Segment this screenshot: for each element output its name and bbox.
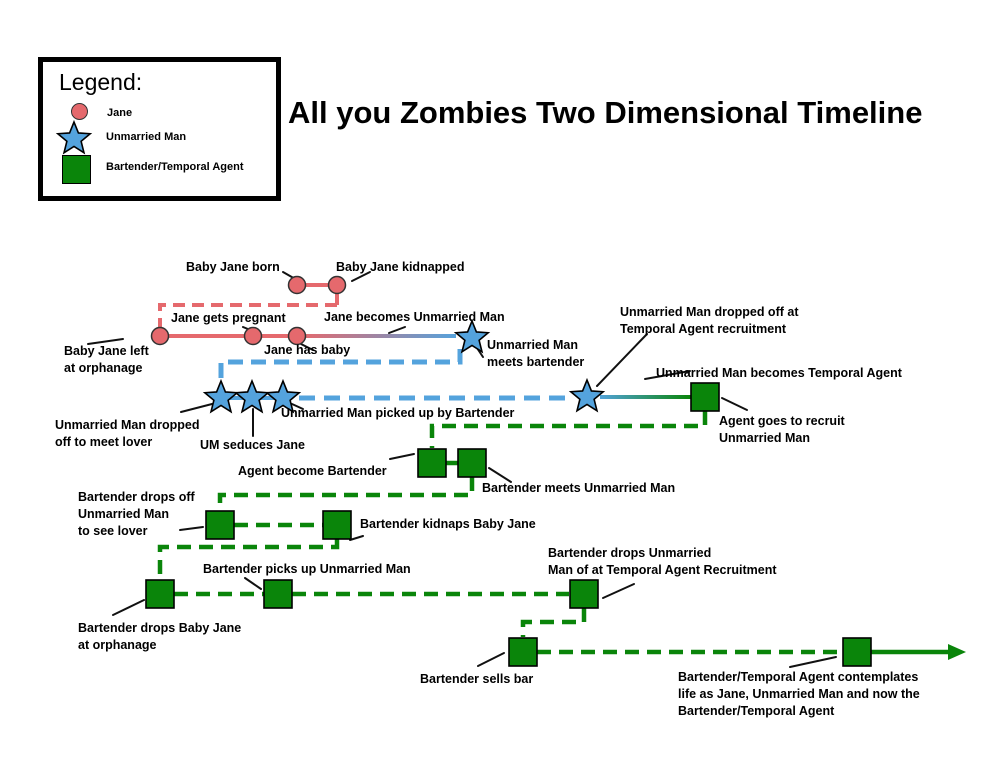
legend-title: Legend: [59,69,143,95]
legend-item-unmarried-man: Unmarried Man [106,131,187,143]
label-baby-jane-born: Baby Jane born [186,260,280,274]
leader-agent-goes-recruit [721,397,748,411]
leader-bartender-drops-off-lover [179,526,204,531]
label-um-picked-up: Unmarried Man picked up by Bartender [281,406,515,420]
label-agent-become-bartender: Agent become Bartender [238,464,387,478]
node-agent-contemplates [842,637,872,667]
edge-agent-loop3-dashed [157,539,340,579]
agent-nodes [145,382,872,667]
final-arrowhead [948,644,966,660]
leader-agent-contemplates [789,656,837,668]
label-jane-gets-pregnant: Jane gets pregnant [171,311,286,325]
label-bartender-picks-up-um: Bartender picks up Unmarried Man [203,562,411,576]
edge-um-timetravel-dashed [218,349,463,381]
legend: Legend: Jane Unmarried Man Bartender/Tem… [38,57,281,201]
leader-agent-become-bartender [389,453,415,460]
label-um-seduces-jane: UM seduces Jane [200,438,305,452]
leader-bartender-picks-up [244,577,262,590]
node-baby-jane-left-orphanage [150,326,170,346]
leader-bartender-kidnaps [349,535,364,541]
node-bartender-picks-up-um [263,579,293,609]
node-bartender-kidnaps-baby-jane [322,510,352,540]
label-bartender-meets-um: Bartender meets Unmarried Man [482,481,676,495]
leader-bartender-drops-baby-jane [112,599,145,616]
edge-kidnap-loop-dashed [158,303,337,329]
label-um-dropped-lover: Unmarried Man dropped off to meet lover [55,418,200,449]
label-baby-jane-kidnapped: Baby Jane kidnapped [336,260,465,274]
leader-um-dropped-recruitment [596,333,648,387]
legend-item-bartender: Bartender/Temporal Agent [106,161,244,173]
node-bartender-drops-um-recruitment [569,579,599,609]
page-title: All you Zombies Two Dimensional Timeline [288,95,923,130]
jane-nodes [150,275,347,346]
label-jane-becomes-unmarried-man: Jane becomes Unmarried Man [324,310,505,324]
node-jane-gets-pregnant [243,326,263,346]
leader-lines [87,271,837,668]
leader-baby-jane-kidnapped [351,271,371,282]
node-agent-become-bartender [417,448,447,478]
leader-jane-has-baby [300,343,314,351]
label-bartender-drops-um-recruitment: Bartender drops Unmarried Man of at Temp… [548,546,777,577]
leader-baby-jane-left [87,338,124,345]
unmarried-man-star-icon [57,121,91,154]
node-baby-jane-born [287,275,307,295]
agent-timeline [157,411,966,660]
node-baby-jane-kidnapped [327,275,347,295]
bartender-square-icon [62,155,91,184]
label-um-becomes-temporal-agent: Unmarried Man becomes Temporal Agent [656,366,902,380]
label-agent-goes-recruit: Agent goes to recruit Unmarried Man [719,414,845,445]
leader-um-dropped-lover [180,403,213,413]
label-bartender-drops-off-lover: Bartender drops off Unmarried Man to see… [78,490,195,538]
node-um-seduces-jane [235,380,269,413]
label-bartender-sells-bar: Bartender sells bar [420,672,534,686]
node-bartender-drops-baby-jane [145,579,175,609]
node-bartender-meets-um [457,448,487,478]
node-um-dropped-lover [204,380,238,413]
label-jane-has-baby: Jane has baby [264,343,351,357]
leader-bartender-meets-um [488,467,512,483]
leader-um-becomes-agent [644,370,691,380]
label-um-dropped-recruitment: Unmarried Man dropped off at Temporal Ag… [620,305,799,336]
edge-agent-loop4-dashed [520,608,587,637]
label-bartender-kidnaps-baby-jane: Bartender kidnaps Baby Jane [360,517,536,531]
node-bartender-drops-off-lover [205,510,235,540]
edge-agent-loop2-dashed [217,477,475,510]
label-bartender-drops-baby-jane: Bartender drops Baby Jane at orphanage [78,621,242,652]
label-agent-contemplates: Bartender/Temporal Agent contemplates li… [678,670,920,718]
leader-jane-becomes-um [388,326,406,334]
node-um-becomes-agent [690,382,720,412]
leader-bartender-drops-um [602,583,635,599]
leader-um-picked-up [291,403,304,410]
jane-circle-icon [71,103,88,120]
node-jane-has-baby [287,326,307,346]
label-baby-jane-left: Baby Jane left at orphanage [64,344,149,375]
edge-agent-loop1-dashed [429,411,708,448]
label-um-meets-bartender: Unmarried Man meets bartender [487,338,585,369]
legend-item-jane: Jane [107,107,133,119]
leader-bartender-sells-bar [477,652,505,667]
node-bartender-sells-bar [508,637,538,667]
